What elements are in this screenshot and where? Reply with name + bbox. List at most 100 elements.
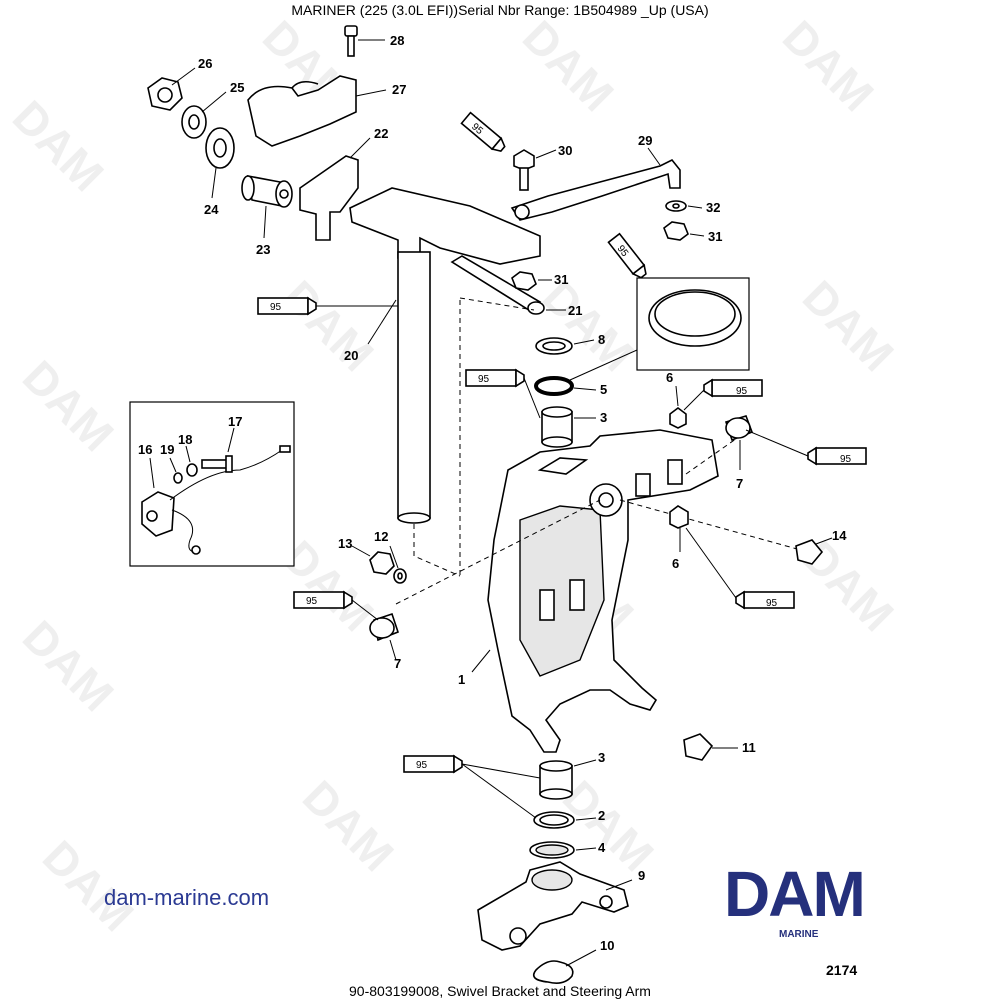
nut-26 <box>147 67 196 111</box>
grease-tube-95-d: 95 <box>465 368 525 388</box>
callout-8: 8 <box>598 332 605 347</box>
bushing-3-upper <box>541 406 596 448</box>
watermark: DAM <box>13 610 124 721</box>
callout-28: 28 <box>390 33 404 48</box>
callout-12: 12 <box>374 529 388 544</box>
grease-tube-95-b: 95 <box>607 232 647 279</box>
harness-inset-box <box>129 401 295 567</box>
callout-3: 3 <box>600 410 607 425</box>
nut-13 <box>351 545 395 575</box>
nut-31-lower <box>511 271 552 291</box>
watermark: DAM <box>273 270 384 381</box>
watermark: DAM <box>533 270 644 381</box>
washer-8 <box>535 337 595 355</box>
callout-6: 6 <box>672 556 679 571</box>
screw-11 <box>683 733 738 761</box>
grease-tube-95-i: 95 <box>403 754 463 774</box>
callout-16: 16 <box>138 442 152 457</box>
watermark: DAM <box>13 350 124 461</box>
rod-21 <box>450 255 566 315</box>
bushing-7-right <box>724 415 754 470</box>
callout-7: 7 <box>394 656 401 671</box>
callout-19: 19 <box>160 442 174 457</box>
grease-fitting-6-upper <box>669 385 687 429</box>
grease-tube-95-g: 95 <box>293 590 353 610</box>
callout-14: 14 <box>832 528 847 543</box>
callout-4: 4 <box>598 840 606 855</box>
callout-22: 22 <box>374 126 388 141</box>
svg-text:95: 95 <box>306 596 318 607</box>
washer-24 <box>205 127 235 199</box>
bushing-3-lower <box>539 759 597 800</box>
callout-31: 31 <box>554 272 568 287</box>
steering-link-29 <box>510 147 681 221</box>
clamp-27 <box>247 75 387 147</box>
grease-tube-95-c: 95 <box>257 296 317 316</box>
watermark: DAM <box>793 270 904 381</box>
callout-32: 32 <box>706 200 720 215</box>
watermark: DAM <box>513 10 624 121</box>
screw-14 <box>795 537 833 565</box>
bolt-28 <box>344 25 385 57</box>
callout-2: 2 <box>598 808 605 823</box>
svg-text:95: 95 <box>416 760 428 771</box>
callout-10: 10 <box>600 938 614 953</box>
steering-arm-9 <box>477 861 633 951</box>
diagram-caption: 90-803199008, Swivel Bracket and Steerin… <box>349 983 651 999</box>
washer-25 <box>181 91 227 139</box>
washer-12 <box>389 545 407 584</box>
svg-text:95: 95 <box>736 386 748 397</box>
nut-31-upper <box>663 221 705 241</box>
washer-32 <box>665 200 703 212</box>
bolt-30 <box>513 149 557 191</box>
grease-tube-95-h <box>735 590 795 610</box>
callout-13: 13 <box>338 536 352 551</box>
dam-logo-subtitle: MARINE <box>779 929 819 940</box>
callout-31: 31 <box>708 229 722 244</box>
grease-tube-95-a: 95 <box>460 111 506 153</box>
grease-fitting-6-lower <box>669 505 689 552</box>
washer-2 <box>533 811 597 829</box>
seal-5 <box>534 376 597 396</box>
callout-20: 20 <box>344 348 358 363</box>
svg-text:95: 95 <box>766 598 778 609</box>
grease-tube-95-f <box>807 446 867 466</box>
callout-9: 9 <box>638 868 645 883</box>
seal-inset-box <box>569 277 750 381</box>
callout-26: 26 <box>198 56 212 71</box>
washer-4 <box>529 841 597 859</box>
watermark: DAM <box>293 770 404 881</box>
callout-29: 29 <box>638 133 652 148</box>
callout-7: 7 <box>736 476 743 491</box>
callout-5: 5 <box>600 382 607 397</box>
callout-3: 3 <box>598 750 605 765</box>
callout-24: 24 <box>204 202 219 217</box>
steering-tube-20 <box>349 187 541 524</box>
grease-tube-95-e <box>703 378 763 398</box>
website-link[interactable]: dam-marine.com <box>104 885 270 910</box>
svg-text:95: 95 <box>270 302 282 313</box>
watermark: DAM <box>3 90 114 201</box>
callout-labels: 28 26 25 27 22 24 23 30 29 32 31 31 2 1 8… <box>138 33 847 953</box>
dam-logo: DAM <box>724 858 866 930</box>
callout-6: 6 <box>666 370 673 385</box>
callout-30: 30 <box>558 143 572 158</box>
svg-text:95: 95 <box>840 454 852 465</box>
assembly-lines <box>395 297 809 605</box>
callout-11: 11 <box>742 740 756 755</box>
diagram-title: MARINER (225 (3.0L EFI))Serial Nbr Range… <box>291 2 709 18</box>
callout-1: 1 <box>458 672 465 687</box>
callout-27: 27 <box>392 82 406 97</box>
callout-25: 25 <box>230 80 244 95</box>
watermark: DAM <box>773 10 884 121</box>
callout-17: 17 <box>228 414 242 429</box>
callout-23: 23 <box>256 242 270 257</box>
bracket-22 <box>299 137 371 241</box>
bushing-23 <box>241 175 293 239</box>
swivel-bracket-1 <box>471 429 719 753</box>
svg-text:95: 95 <box>478 374 490 385</box>
callout-18: 18 <box>178 432 192 447</box>
bushing-7-left <box>369 612 399 661</box>
